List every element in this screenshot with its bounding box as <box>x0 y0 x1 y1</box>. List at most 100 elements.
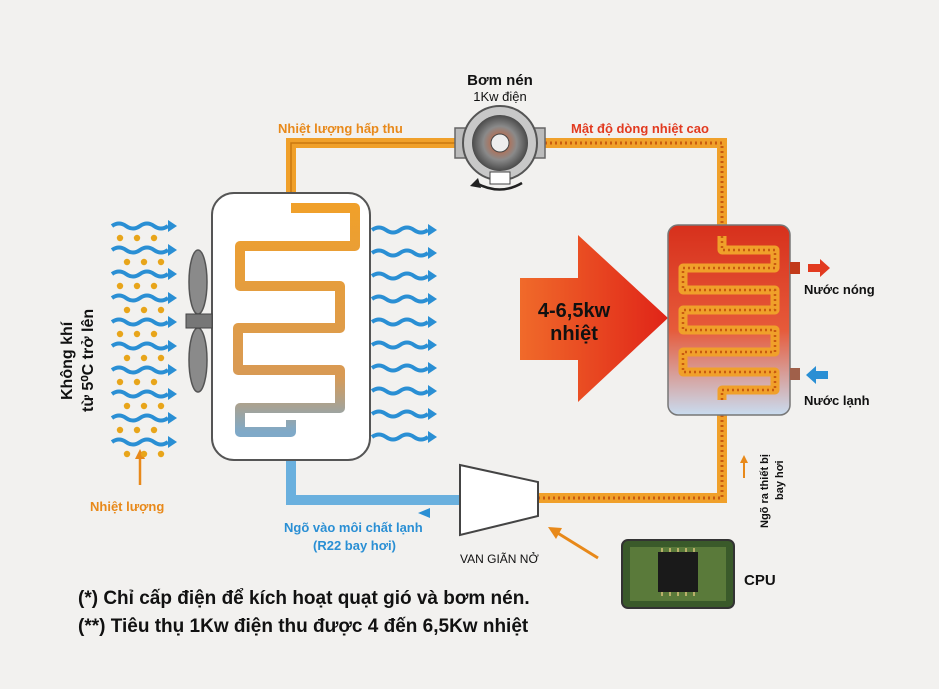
heat-dot <box>116 378 124 386</box>
heat-dot <box>140 258 148 266</box>
heat-dot <box>133 282 141 290</box>
valve-pointer-arrow <box>548 527 599 560</box>
air-wave-arrow-head <box>168 292 177 304</box>
air-wave-arrow-head <box>428 270 437 282</box>
air-wave-arrow <box>370 294 430 304</box>
heat-dot <box>150 330 158 338</box>
evap-out-arrow <box>740 455 748 478</box>
air-wave-arrow <box>110 245 170 255</box>
air-wave-arrow <box>370 317 430 327</box>
air-wave-arrow-head <box>428 293 437 305</box>
heat-dot <box>123 306 131 314</box>
air-wave-arrow <box>110 365 170 375</box>
heat-amount-label: Nhiệt lượng <box>90 499 164 514</box>
air-wave-arrow-head <box>428 316 437 328</box>
air-wave-arrow-head <box>168 268 177 280</box>
air-wave-arrow <box>370 432 430 442</box>
heat-dot <box>116 282 124 290</box>
fan-icon <box>185 249 213 393</box>
heat-dot <box>123 402 131 410</box>
air-wave-arrow <box>110 269 170 279</box>
air-wave-arrow <box>110 293 170 303</box>
refrigerant-in-line1: Ngõ vào môi chất lạnh <box>284 520 423 535</box>
heat-dot <box>150 426 158 434</box>
pipe-hot-to-tank <box>540 138 727 240</box>
heat-dot <box>123 258 131 266</box>
air-wave-arrow <box>370 409 430 419</box>
output-heat-line1: 4-6,5kw <box>538 300 611 322</box>
air-label-line2: từ 5⁰C trở lên <box>80 309 97 412</box>
heat-dot <box>133 378 141 386</box>
cold-water-inlet <box>790 368 800 380</box>
heat-dot <box>140 306 148 314</box>
heat-dot <box>157 450 165 458</box>
incoming-airflow <box>110 220 177 458</box>
air-label-line1: Không khí <box>59 321 76 400</box>
air-wave-arrow <box>370 363 430 373</box>
air-wave-arrow-head <box>428 431 437 443</box>
air-wave-arrow-head <box>428 408 437 420</box>
heat-dot <box>157 354 165 362</box>
output-heat-line2: nhiệt <box>550 323 598 345</box>
expansion-valve-label: VAN GIÃN NỞ <box>460 551 539 566</box>
air-wave-arrow-head <box>428 339 437 351</box>
compressor-icon <box>454 105 546 191</box>
evap-out-line1: Ngõ ra thiết bị <box>759 454 771 528</box>
heat-dot <box>150 378 158 386</box>
air-wave-arrow <box>110 341 170 351</box>
compressor-subtitle: 1Kw điện <box>473 89 526 104</box>
air-wave-arrow-head <box>168 220 177 232</box>
heat-dot <box>157 402 165 410</box>
heat-dot <box>150 282 158 290</box>
hot-water-outlet <box>790 262 800 274</box>
hot-water-arrow-icon <box>808 259 830 277</box>
refrigerant-in-arrow <box>418 508 430 518</box>
heat-dot <box>140 354 148 362</box>
heat-dot <box>133 234 141 242</box>
heat-dot <box>133 330 141 338</box>
heat-dot <box>133 426 141 434</box>
heat-dot <box>140 402 148 410</box>
air-wave-arrow <box>110 221 170 231</box>
air-wave-arrow <box>370 225 430 235</box>
heat-dot <box>116 426 124 434</box>
air-wave-arrow <box>370 386 430 396</box>
heat-dot <box>116 330 124 338</box>
air-wave-arrow-head <box>168 412 177 424</box>
air-wave-arrow-head <box>168 244 177 256</box>
heat-dot <box>157 258 165 266</box>
outgoing-airflow <box>370 224 437 443</box>
air-wave-arrow <box>110 437 170 447</box>
heat-dot <box>140 450 148 458</box>
evaporator-coil <box>233 203 360 437</box>
air-wave-arrow <box>110 389 170 399</box>
air-wave-arrow <box>370 248 430 258</box>
high-heat-density-label: Mật độ dòng nhiệt cao <box>571 121 709 136</box>
footnote-2: (**) Tiêu thụ 1Kw điện thu được 4 đến 6,… <box>78 616 529 637</box>
air-wave-arrow-head <box>428 247 437 259</box>
air-wave-arrow-head <box>168 316 177 328</box>
expansion-valve-icon <box>459 463 539 537</box>
cold-water-label: Nước lạnh <box>804 393 870 408</box>
cpu-chip-icon <box>621 539 735 609</box>
air-wave-arrow-head <box>428 385 437 397</box>
air-wave-arrow-head <box>428 362 437 374</box>
air-wave-arrow-head <box>168 364 177 376</box>
air-wave-arrow-head <box>168 436 177 448</box>
air-wave-arrow-head <box>428 224 437 236</box>
heat-dot <box>150 234 158 242</box>
evap-out-line2: bay hơi <box>774 460 786 500</box>
heat-dot <box>123 450 131 458</box>
compressor-title: Bơm nén <box>467 72 533 89</box>
heat-dot <box>123 354 131 362</box>
heat-dot <box>157 306 165 314</box>
heat-output-arrow <box>520 235 668 402</box>
heat-absorbed-label: Nhiệt lượng hấp thu <box>278 121 403 136</box>
cpu-label: CPU <box>744 572 776 589</box>
cold-water-arrow-icon <box>806 366 828 384</box>
refrigerant-in-line2: (R22 bay hơi) <box>313 538 396 553</box>
air-wave-arrow <box>110 317 170 327</box>
air-wave-arrow-head <box>168 340 177 352</box>
pipe-tank-to-valve <box>535 395 727 503</box>
